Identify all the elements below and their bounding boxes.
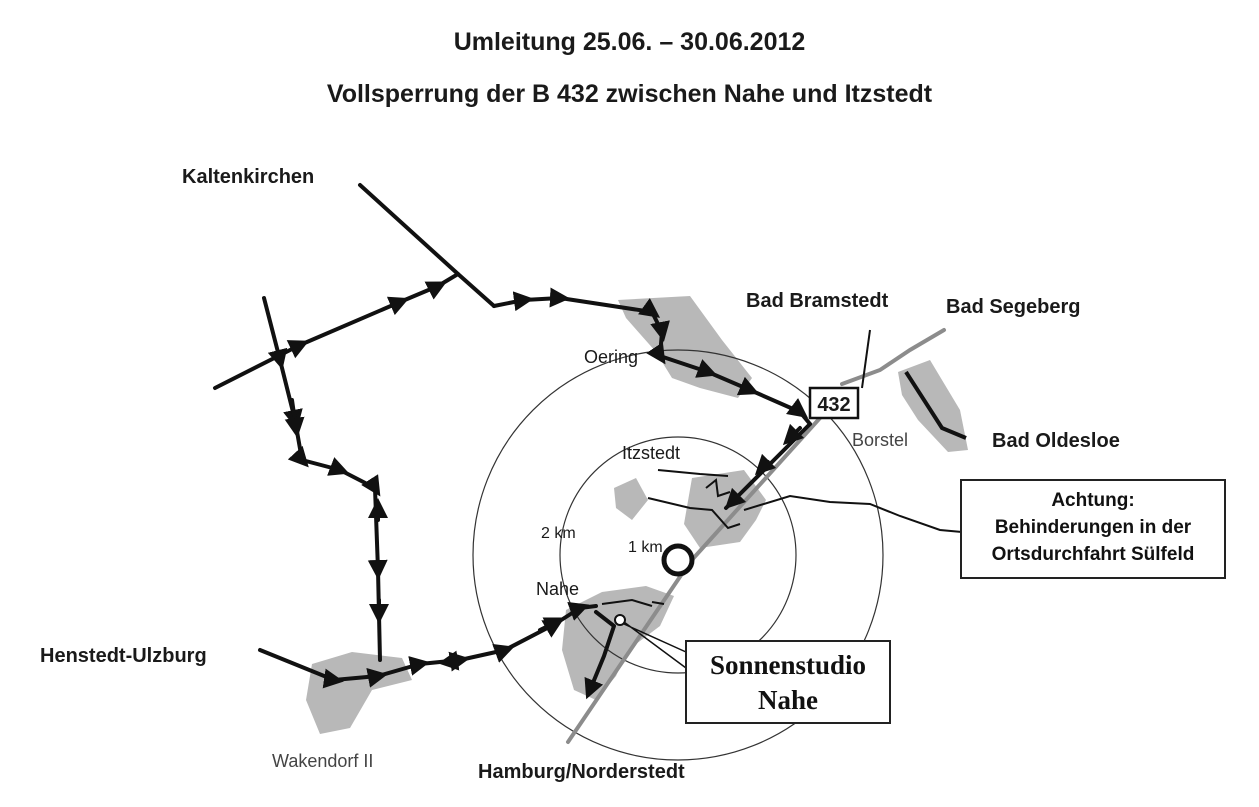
map-title: Umleitung 25.06. – 30.06.2012 — [453, 28, 806, 56]
label-bad-segeberg: Bad Segeberg — [946, 296, 1080, 318]
road-nahe-local — [601, 598, 653, 607]
settlement-bad-oldesloe — [898, 360, 968, 452]
warning-line-2: Behinderungen in der — [994, 517, 1192, 538]
warning-box: Achtung: Behinderungen in der Ortsdurchf… — [960, 479, 1226, 579]
road-sign-b432: 432 — [808, 386, 860, 420]
label-bad-oldesloe: Bad Oldesloe — [992, 430, 1120, 452]
detour-arrow-south-1 — [538, 617, 565, 636]
label-kaltenkirchen: Kaltenkirchen — [182, 166, 314, 188]
map-subtitle: Vollsperrung der B 432 zwischen Nahe und… — [326, 80, 933, 108]
detour-segment-hamburg — [584, 610, 616, 700]
label-wakendorf: Wakendorf II — [272, 751, 373, 771]
detour-segment-oering — [492, 287, 812, 426]
road-to-bad-oldesloe — [904, 370, 967, 440]
road-to-bad-bramstedt — [861, 329, 871, 389]
closure-point — [661, 543, 695, 577]
label-borstel: Borstel — [852, 430, 908, 450]
detour-arrow-east-3 — [724, 487, 747, 510]
detour-arrow-east-1 — [782, 423, 805, 446]
radius-circle-1km — [559, 436, 797, 674]
road-to-warning-box — [743, 494, 963, 533]
label-bad-bramstedt: Bad Bramstedt — [746, 290, 889, 312]
settlement-itzstedt-west — [614, 478, 648, 520]
road-sign-label: 432 — [817, 394, 850, 416]
warning-line-3: Ortsdurchfahrt Sülfeld — [991, 544, 1195, 565]
studio-location-marker — [614, 614, 626, 626]
road-nahe-stub — [651, 601, 665, 605]
detour-segment-south — [258, 601, 598, 689]
road-to-bad-segeberg — [840, 328, 946, 386]
detour-arrow-east-2 — [754, 453, 777, 476]
detour-arrow-west-1 — [284, 398, 305, 438]
detour-segment-north — [213, 272, 460, 390]
detour-arrow-south-2 — [438, 650, 464, 671]
label-itzstedt: Itzstedt — [622, 443, 680, 463]
detour-route — [213, 183, 812, 700]
road-itzstedt-west — [657, 469, 729, 477]
label-radius-2km: 2 km — [541, 525, 576, 542]
studio-name-line-2: Nahe — [758, 685, 818, 715]
studio-name-line-1: Sonnenstudio — [709, 650, 867, 680]
studio-pointer — [623, 621, 687, 669]
place-labels: Kaltenkirchen Bad Bramstedt Bad Segeberg… — [40, 166, 1120, 783]
label-hamburg-norderstedt: Hamburg/Norderstedt — [478, 761, 685, 783]
label-radius-1km: 1 km — [628, 539, 663, 556]
label-oering: Oering — [584, 347, 638, 367]
label-nahe: Nahe — [536, 579, 579, 599]
settlement-wakendorf — [306, 652, 412, 734]
label-henstedt-ulzburg: Henstedt-Ulzburg — [40, 645, 207, 667]
road-itzstedt-village — [647, 497, 741, 530]
detour-segment-west — [262, 296, 388, 662]
warning-line-1: Achtung: — [1051, 490, 1135, 511]
road-itzstedt-inner — [705, 478, 731, 498]
studio-label-box: Sonnenstudio Nahe — [685, 640, 891, 724]
minor-roads — [601, 329, 963, 607]
settlement-nahe — [562, 586, 674, 700]
detour-kaltenkirchen-road — [358, 183, 496, 308]
